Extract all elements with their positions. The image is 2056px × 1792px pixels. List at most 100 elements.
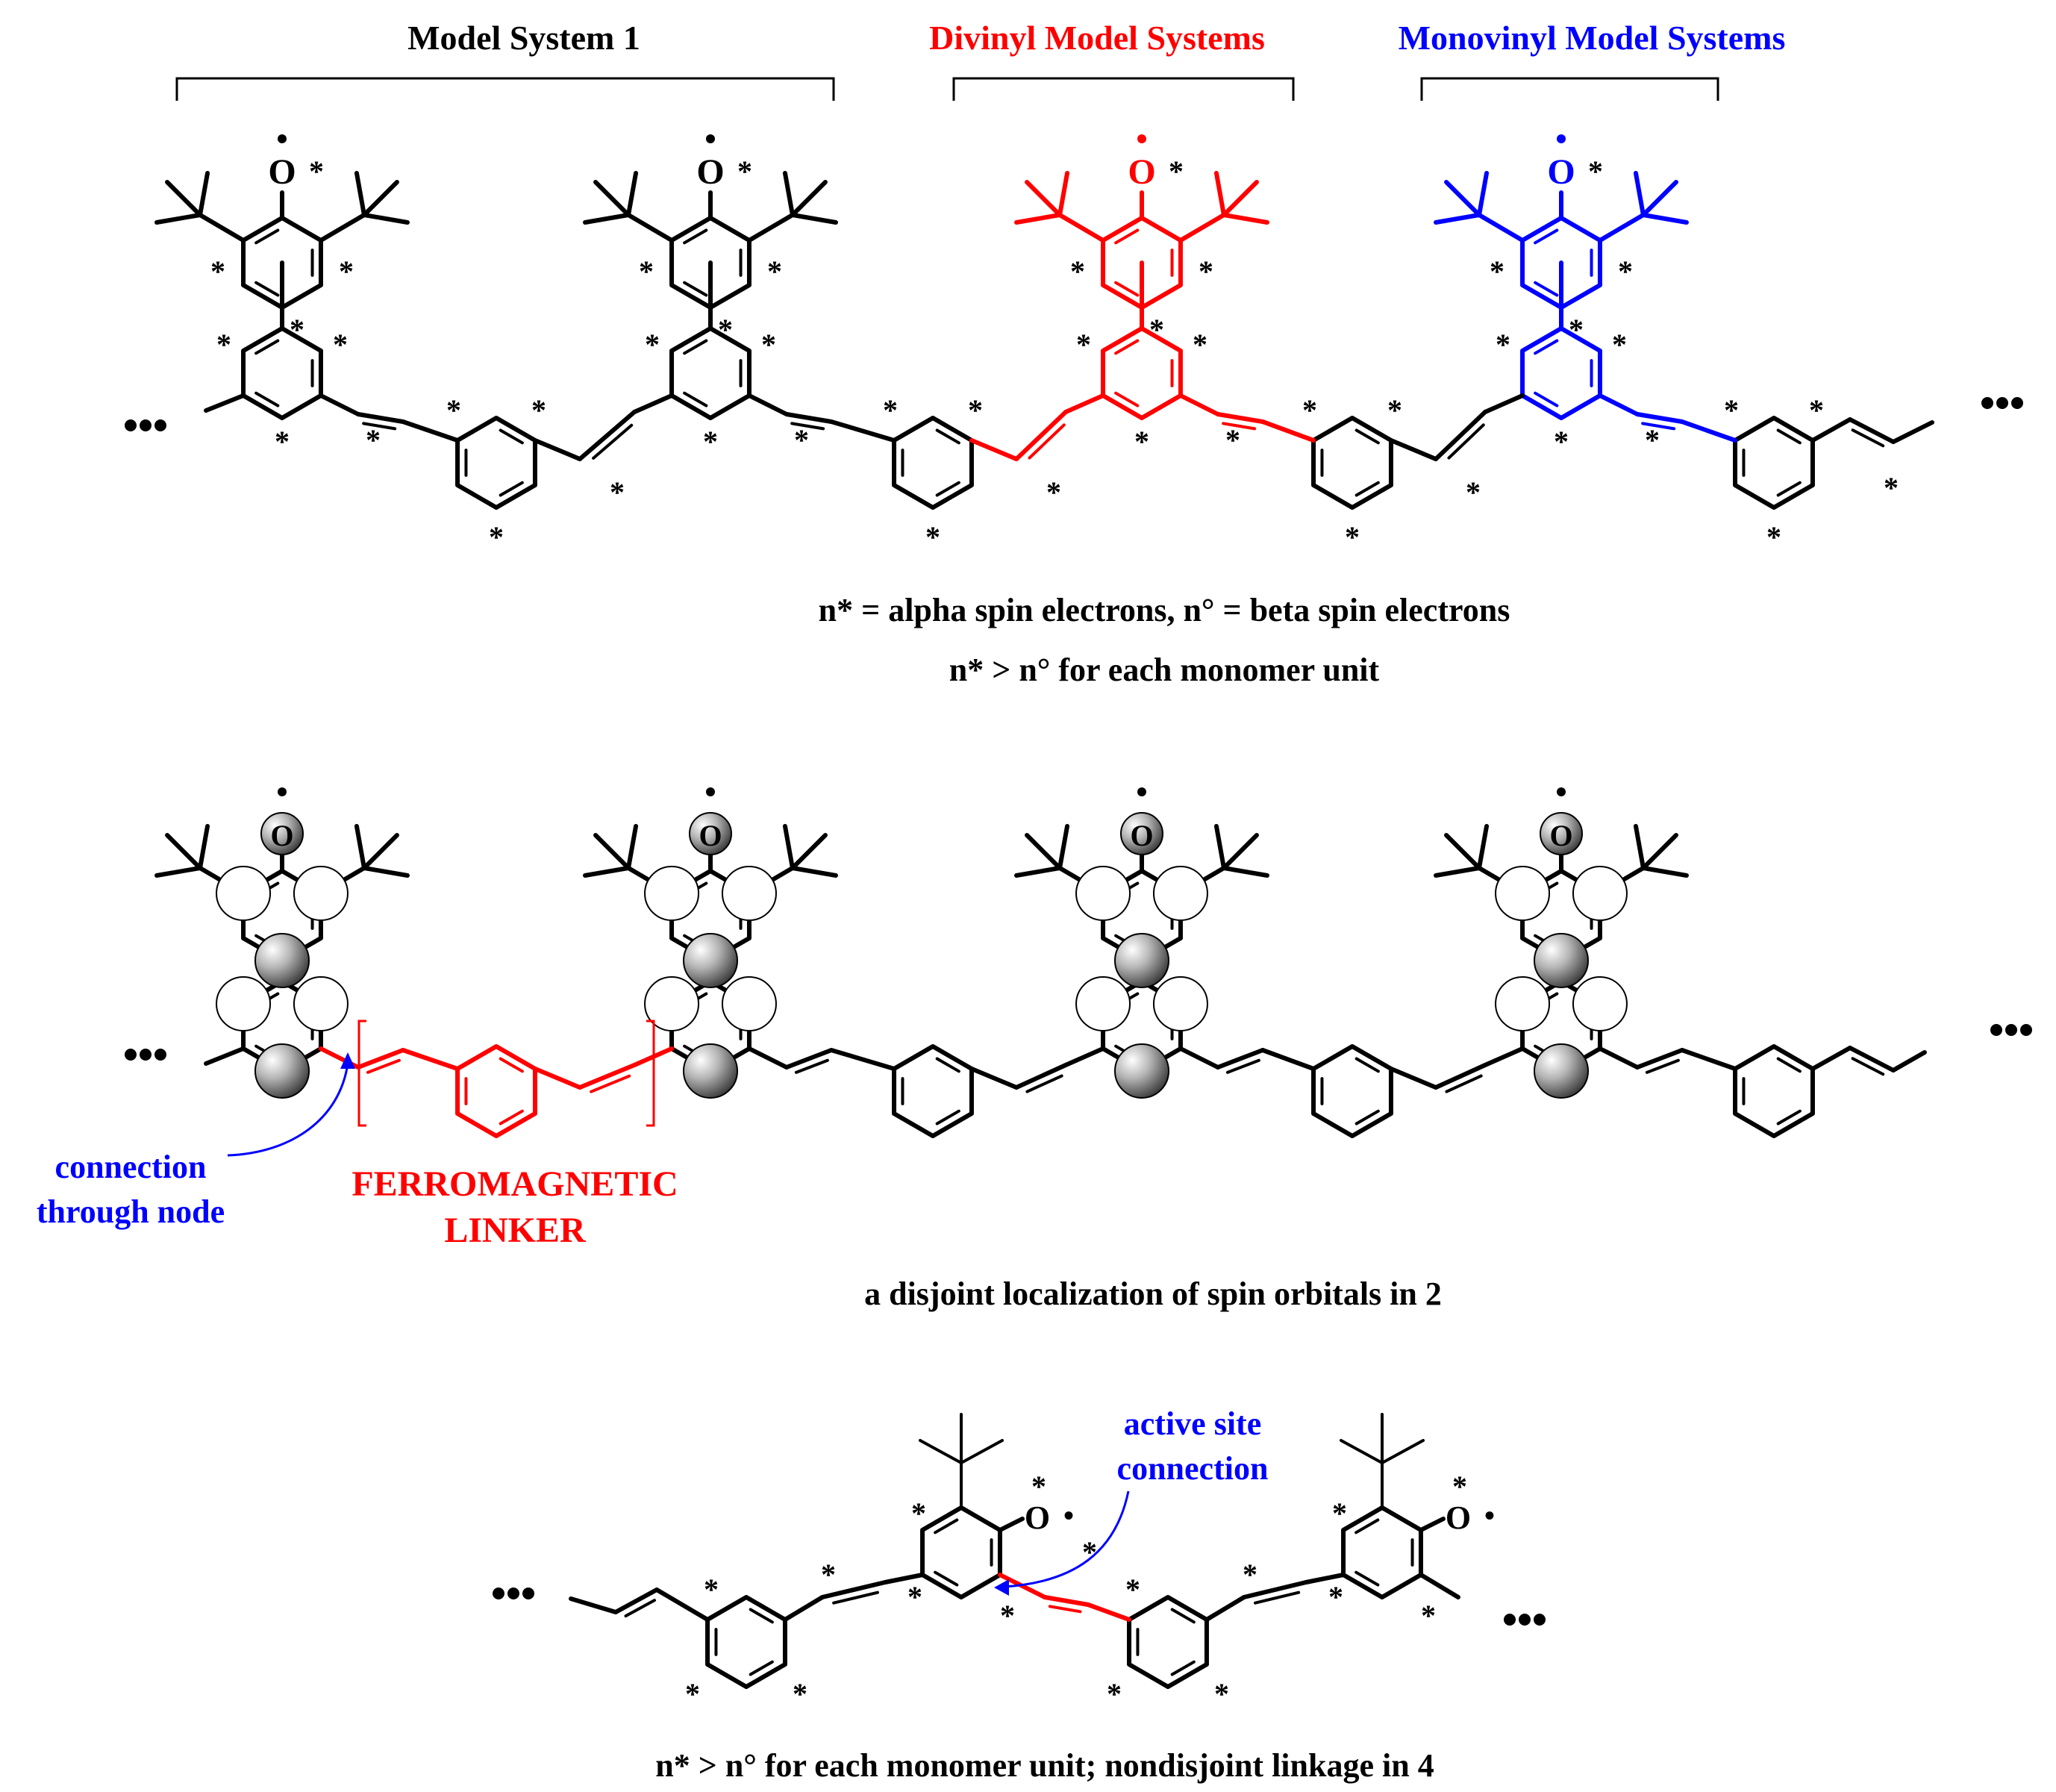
oxygen-spin-sphere — [689, 812, 732, 855]
alpha-spin-star: * — [737, 154, 752, 188]
ring-inner-bond — [683, 228, 708, 245]
alpha-spin-star: * — [1169, 154, 1184, 188]
tert-butyl-bond — [1057, 213, 1106, 243]
alpha-spin-orbital — [1534, 1043, 1589, 1099]
vinyl-bond — [400, 419, 460, 443]
caption-spin-definition: n* = alpha spin electrons, n° = beta spi… — [819, 592, 1510, 628]
tert-butyl-bond — [1640, 833, 1678, 870]
beta-spin-orbital — [1495, 866, 1551, 921]
ring-inner-bond — [499, 481, 524, 497]
vinyl-double-bond — [794, 1058, 829, 1074]
alpha-spin-star: * — [216, 328, 231, 361]
alpha-spin-orbital — [254, 933, 310, 988]
alpha-spin-star: * — [1387, 393, 1402, 427]
ring-inner-bond — [1354, 428, 1380, 445]
vinyl-bond — [1042, 1595, 1091, 1607]
alpha-spin-star: * — [1618, 255, 1633, 288]
tert-butyl-bond — [1025, 180, 1063, 217]
vinyl-bond — [1597, 393, 1640, 416]
alpha-spin-star: * — [925, 520, 940, 554]
oxygen-atom: O — [270, 819, 293, 852]
vinyl-bond — [819, 1580, 888, 1599]
alpha-spin-star: * — [1466, 475, 1481, 509]
tert-butyl-bond — [154, 213, 203, 225]
caption-disjoint: a disjoint localization of spin orbitals… — [864, 1276, 1442, 1312]
vinyl-double-bond — [590, 1074, 631, 1093]
annotation-connection: connection — [55, 1149, 207, 1185]
vinyl-bond — [1847, 1046, 1896, 1073]
linker-ring — [1733, 416, 1815, 510]
tert-butyl-bond — [1213, 171, 1226, 217]
ring-inner-bond — [749, 1608, 774, 1624]
beta-spin-orbital — [721, 866, 777, 921]
radical-electron — [278, 134, 287, 143]
ring-inner-bond — [499, 428, 524, 445]
oxygen-atom: O — [1128, 152, 1155, 192]
central-ring — [241, 326, 323, 420]
vinyl-bond — [632, 393, 675, 414]
monovinyl-bracket — [1420, 77, 1719, 101]
active-site-arrow — [1003, 1490, 1130, 1588]
vinyl-bond — [1013, 410, 1069, 461]
oxygen-spin-sphere — [260, 812, 304, 855]
tert-butyl-bond — [583, 866, 631, 878]
ellipsis-dot — [1534, 1614, 1546, 1626]
ring-inner-bond — [934, 1570, 959, 1587]
tert-butyl-bond — [626, 171, 639, 217]
vinyl-bond — [355, 1048, 405, 1070]
tert-butyl-bond — [361, 833, 399, 870]
vinyl-double-bond — [1851, 428, 1885, 448]
linker-ring — [705, 1595, 787, 1689]
vinyl-bond — [1204, 1595, 1246, 1622]
radical-electron — [1557, 134, 1566, 143]
oxygen-atom: O — [1549, 819, 1572, 852]
radical-electron — [706, 134, 715, 143]
tert-butyl-bond — [1640, 866, 1689, 878]
radical-dot: • — [1063, 1499, 1074, 1532]
tert-butyl-bond — [198, 171, 210, 217]
oxygen-atom: O — [1025, 1499, 1050, 1536]
ellipsis-dot — [2005, 1024, 2017, 1036]
alpha-spin-star: * — [1490, 255, 1504, 288]
tert-butyl-bond — [1221, 833, 1259, 870]
tert-butyl-bond — [198, 213, 246, 243]
vinyl-bond — [1679, 419, 1738, 443]
ring-inner-bond — [254, 281, 280, 297]
ring-inner-bond — [683, 391, 708, 408]
tert-butyl-bond — [1444, 180, 1482, 217]
vinyl-bond — [1215, 1048, 1265, 1070]
ellipsis-dot — [154, 419, 166, 431]
beta-spin-orbital — [721, 976, 777, 1031]
vinyl-double-bond — [832, 1590, 879, 1605]
alpha-spin-star: * — [446, 393, 461, 427]
ring-inner-bond — [1534, 391, 1559, 408]
alpha-spin-star: * — [489, 520, 504, 554]
beta-spin-orbital — [1495, 976, 1551, 1031]
central-ring — [669, 326, 752, 420]
alpha-spin-orbital — [683, 933, 738, 988]
tert-butyl-bond — [1381, 1439, 1425, 1464]
vinyl-bond — [1178, 393, 1220, 416]
vinyl-bond — [1304, 1573, 1346, 1585]
alpha-spin-orbital — [1114, 1043, 1169, 1099]
vinyl-bond — [746, 393, 789, 416]
ring-inner-bond — [254, 391, 280, 408]
ring-inner-bond — [1776, 1057, 1802, 1073]
vinyl-double-bond — [366, 1058, 401, 1074]
tert-butyl-bond — [1014, 213, 1063, 225]
header-model-system-1: Model System 1 — [407, 19, 640, 57]
annotation-active-connection: connection — [1117, 1450, 1269, 1487]
alpha-spin-star: * — [1884, 471, 1899, 505]
tert-butyl-bond — [1057, 824, 1070, 870]
ellipsis-dot — [1990, 1024, 2002, 1036]
alpha-spin-star: * — [366, 423, 381, 457]
tert-butyl-bond — [746, 213, 795, 243]
tert-butyl-bond — [960, 1439, 1004, 1464]
alpha-spin-star: * — [1328, 1580, 1343, 1614]
ring-inner-bond — [1354, 1518, 1380, 1535]
ring-inner-bond — [935, 428, 960, 445]
vinyl-bond — [883, 1573, 925, 1585]
linker-ring — [892, 1044, 974, 1138]
vinyl-double-bond — [1641, 422, 1676, 431]
vinyl-bond — [828, 1048, 897, 1071]
